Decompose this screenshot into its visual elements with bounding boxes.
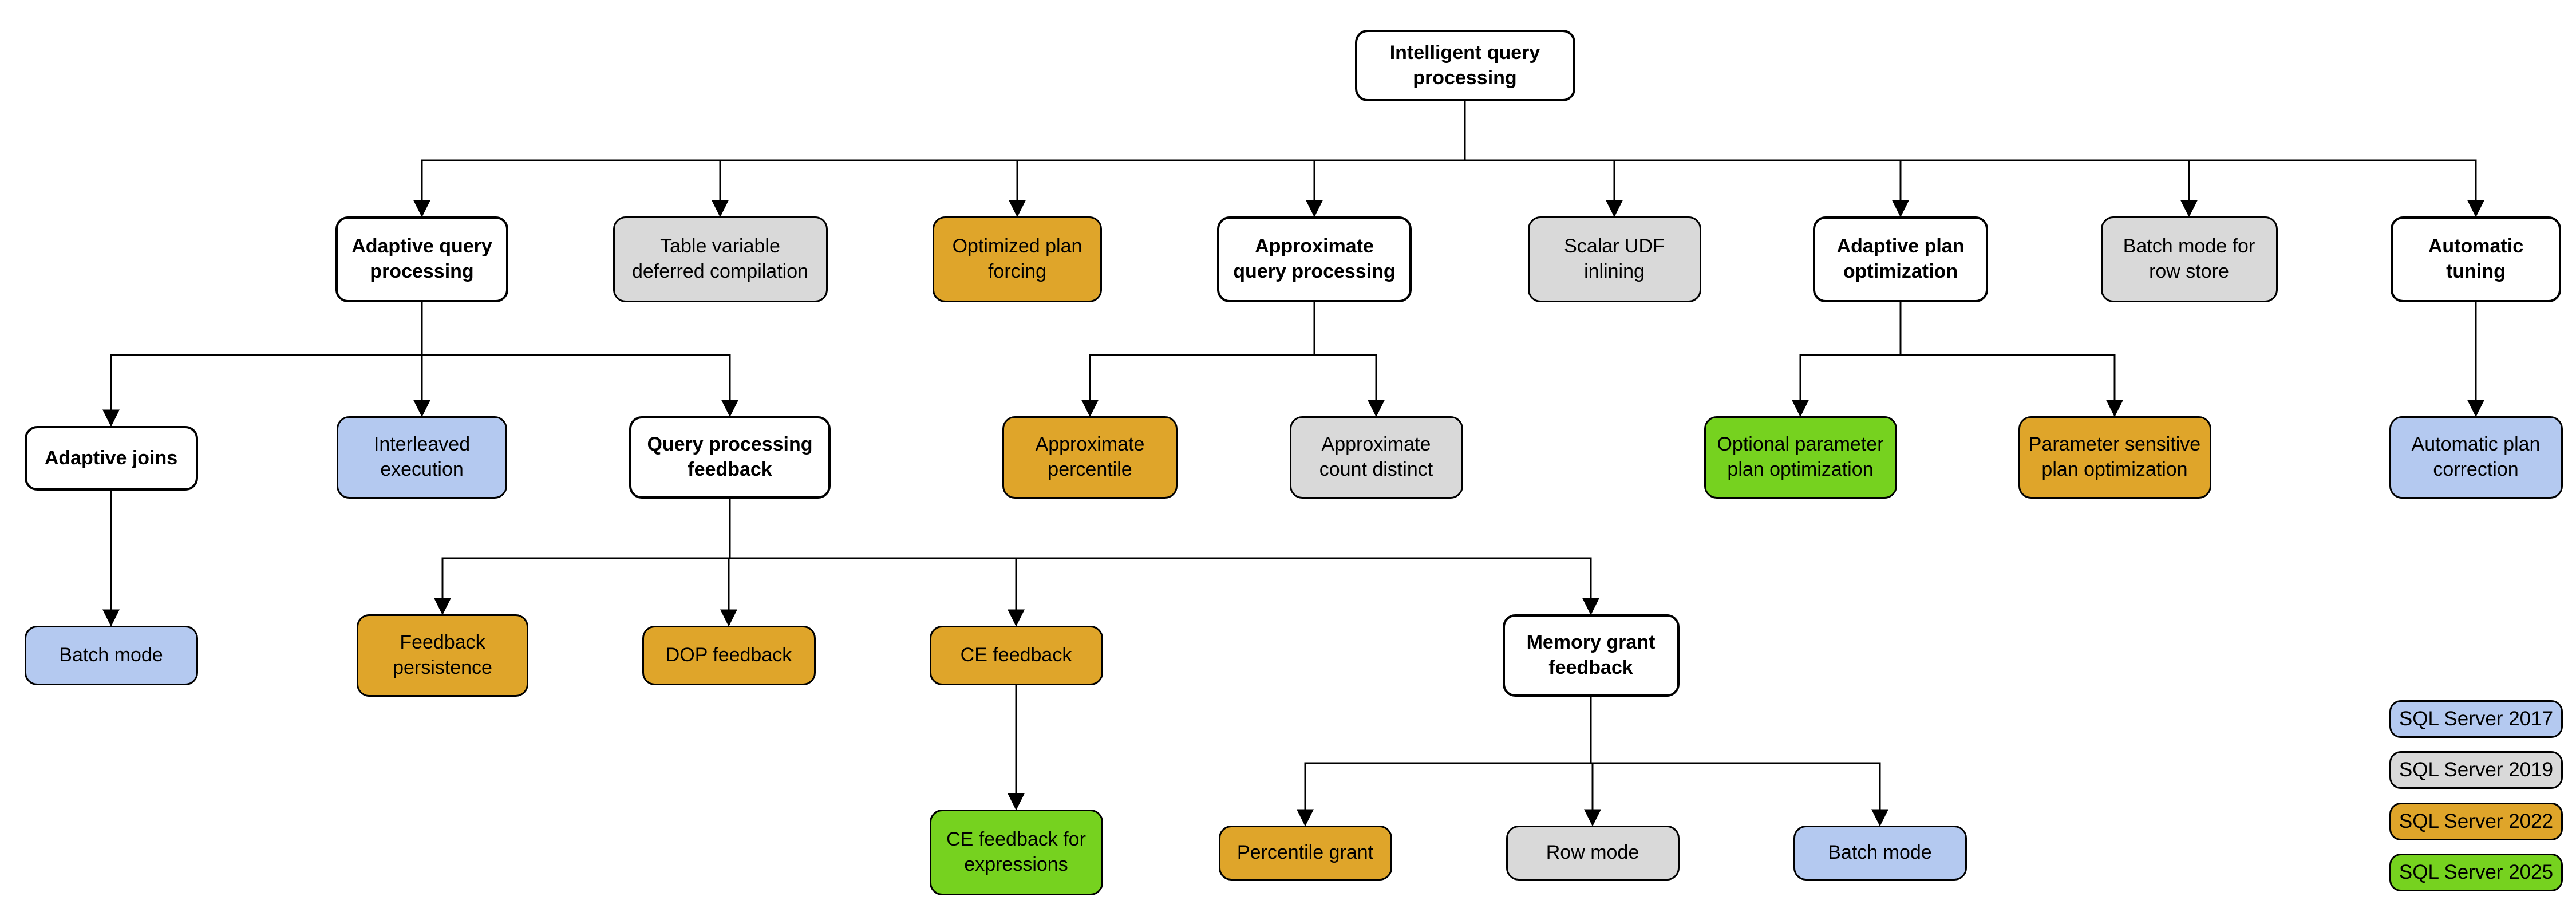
- node-query-processing-feedback: Query processing feedback: [629, 416, 831, 499]
- edge-iqp-sudf: [1464, 101, 1623, 218]
- node-scalar-udf-inlining: Scalar UDF inlining: [1527, 216, 1701, 302]
- node-dop-feedback: DOP feedback: [642, 626, 816, 685]
- node-optional-parameter-plan-optimization: Optional parameter plan optimization: [1704, 416, 1897, 499]
- edge-iqp-aqp: [413, 101, 1466, 218]
- node-adaptive-plan-optimization: Adaptive plan optimization: [1813, 216, 1988, 302]
- node-automatic-tuning: Automatic tuning: [2391, 216, 2561, 302]
- node-table-variable-deferred-compilation: Table variable deferred compilation: [613, 216, 828, 302]
- edge-apo-oppo: [1792, 302, 1902, 417]
- node-adaptive-joins: Adaptive joins: [24, 426, 198, 491]
- node-approximate-query-processing: Approximate query processing: [1217, 216, 1412, 302]
- edge-mgf-pg: [1297, 697, 1592, 827]
- legend-sql-server-2025: SQL Server 2025: [2389, 854, 2563, 891]
- edge-aqp-qpf: [421, 302, 738, 417]
- node-ce-feedback: CE feedback: [929, 626, 1103, 685]
- edge-iqp-tvdc: [712, 101, 1466, 218]
- node-batch-mode: Batch mode: [24, 626, 198, 685]
- edge-qpf-cef: [729, 499, 1025, 627]
- node-approximate-percentile: Approximate percentile: [1002, 416, 1178, 499]
- node-percentile-grant: Percentile grant: [1218, 826, 1392, 881]
- edge-apo-pspo: [1899, 302, 2123, 417]
- node-interleaved-execution: Interleaved execution: [337, 416, 507, 499]
- node-approximate-count-distinct: Approximate count distinct: [1289, 416, 1463, 499]
- node-optimized-plan-forcing: Optimized plan forcing: [933, 216, 1102, 302]
- node-automatic-plan-correction: Automatic plan correction: [2389, 416, 2563, 499]
- edge-aqp-aj: [102, 302, 423, 427]
- node-parameter-sensitive-plan-optimization: Parameter sensitive plan optimization: [2018, 416, 2211, 499]
- node-intelligent-query-processing: Intelligent query processing: [1354, 30, 1575, 101]
- node-adaptive-query-processing: Adaptive query processing: [335, 216, 508, 302]
- edge-qpf-mgf: [729, 499, 1599, 615]
- edge-mgf-bm2: [1590, 697, 1888, 827]
- edge-iqp-opf: [1009, 101, 1466, 218]
- edge-iqp-apo: [1464, 101, 1909, 218]
- edge-iqp-aqproc: [1306, 101, 1466, 218]
- edge-qpf-fp: [434, 499, 731, 615]
- node-batch-mode-for-row-store: Batch mode for row store: [2100, 216, 2278, 302]
- node-memory-grant-feedback: Memory grant feedback: [1502, 614, 1680, 697]
- node-feedback-persistence: Feedback persistence: [357, 614, 528, 697]
- edge-iqp-at: [1464, 101, 2484, 218]
- edge-iqp-bmrs: [1464, 101, 2198, 218]
- edge-aqproc-acd: [1313, 302, 1385, 417]
- legend-sql-server-2017: SQL Server 2017: [2389, 700, 2563, 738]
- legend-sql-server-2022: SQL Server 2022: [2389, 803, 2563, 840]
- node-row-mode: Row mode: [1506, 826, 1680, 881]
- legend-sql-server-2019: SQL Server 2019: [2389, 751, 2563, 789]
- edge-aqproc-apct: [1081, 302, 1315, 417]
- node-batch-mode: Batch mode: [1793, 826, 1967, 881]
- node-ce-feedback-for-expressions: CE feedback for expressions: [929, 810, 1103, 895]
